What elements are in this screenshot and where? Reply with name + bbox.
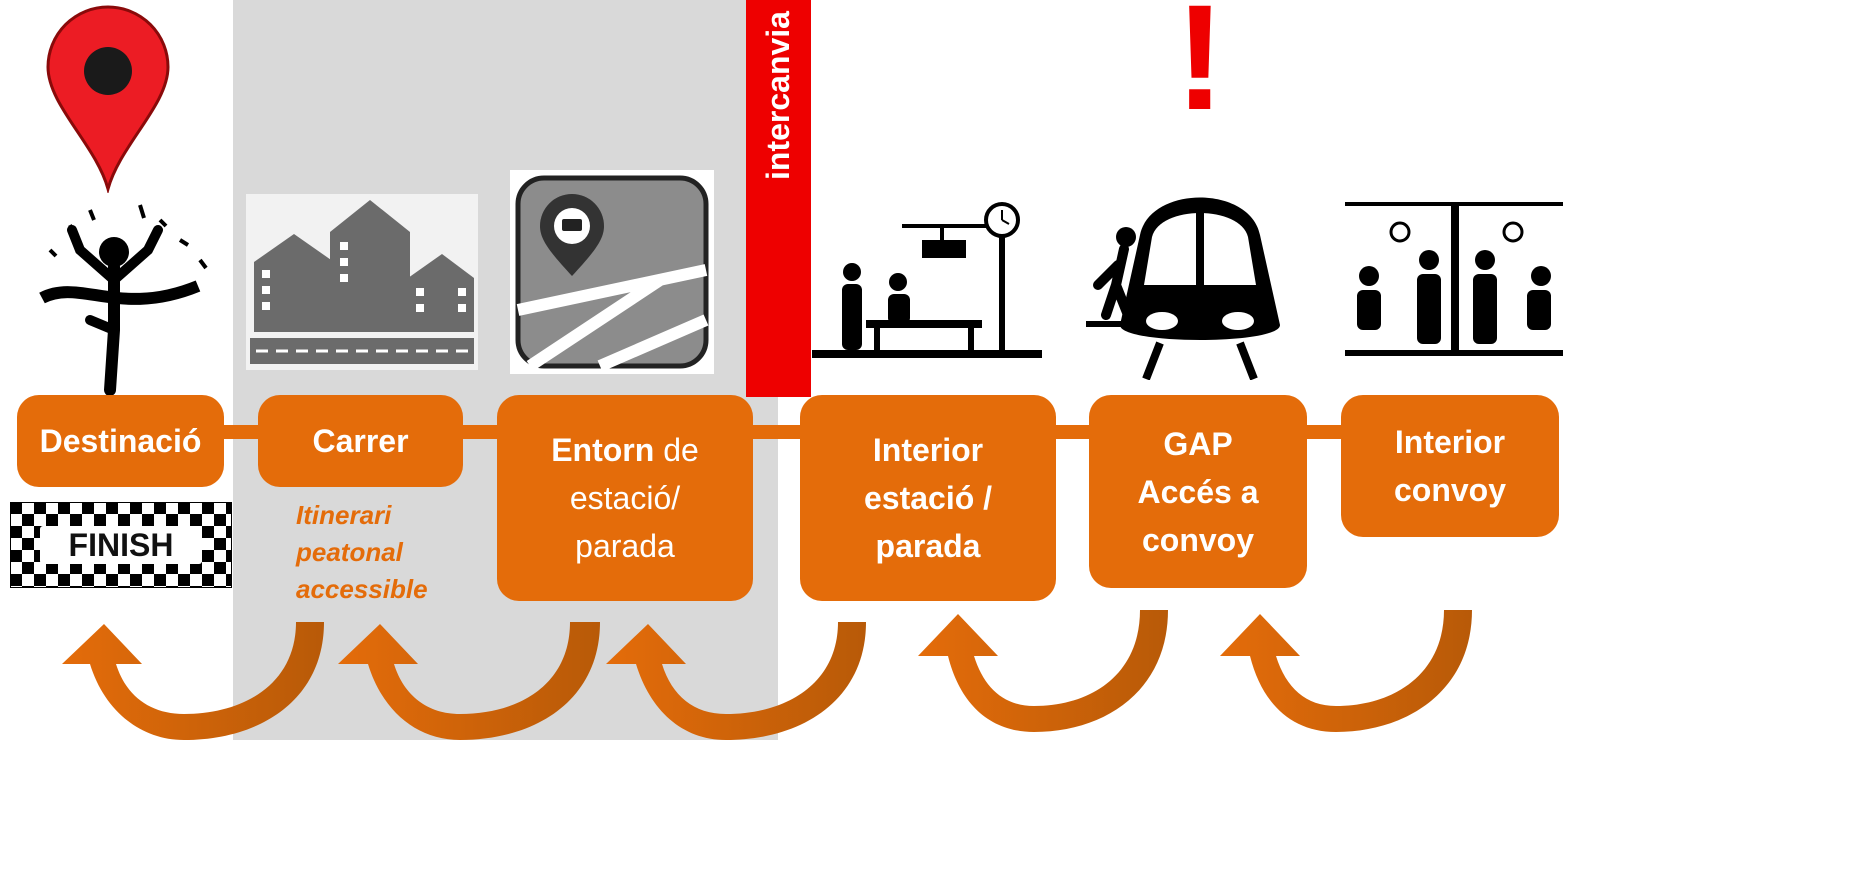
train-interior-icon xyxy=(1345,202,1563,356)
step-label-line: parada xyxy=(875,528,981,564)
step-label-line: Interior xyxy=(872,432,984,468)
curved-arrows xyxy=(62,610,1472,740)
bus-stop-map-icon xyxy=(510,170,714,374)
step-label-line: parada xyxy=(575,528,675,564)
step-label-rest: de xyxy=(654,432,699,468)
curved-arrow-icon xyxy=(918,610,1168,732)
curved-arrow-icon xyxy=(338,622,600,740)
step-label: Carrer xyxy=(312,423,409,459)
step-label-line: estació / xyxy=(863,480,993,516)
finish-sign-text: FINISH xyxy=(40,526,202,564)
step-gap: GAP Accés a convoy xyxy=(1089,395,1307,588)
subtitle-line: peatonal xyxy=(296,537,403,567)
step-label-line: estació/ xyxy=(569,480,681,516)
subtitle-line: accessible xyxy=(296,574,428,604)
station-platform-icon xyxy=(812,202,1042,358)
step-carrer: Carrer xyxy=(258,395,463,487)
alert-exclamation: ! xyxy=(1175,0,1225,141)
finish-runner-icon xyxy=(39,204,208,396)
curved-arrow-icon xyxy=(1220,610,1472,732)
step-label-line: convoy xyxy=(1141,521,1255,558)
step-entorn: Entorn de estació/ parada xyxy=(497,395,753,601)
train-boarding-icon xyxy=(1086,197,1280,380)
city-street-icon xyxy=(246,194,478,370)
step-label-line: GAP xyxy=(1163,425,1233,462)
finish-flag-icon: FINISH xyxy=(10,502,232,588)
map-pin-icon xyxy=(46,5,170,193)
interchange-bar: intercanvia xyxy=(746,0,811,397)
curved-arrow-icon xyxy=(606,622,866,740)
step-label-strong: Entorn xyxy=(551,432,655,468)
interchange-label: intercanvia xyxy=(760,10,796,180)
step-label: Destinació xyxy=(39,423,202,459)
carrer-subtitle: Itinerari peatonal accessible xyxy=(296,497,466,608)
curved-arrow-icon xyxy=(62,622,324,740)
step-label-line: convoy xyxy=(1393,472,1507,508)
step-interior-convoy: Interior convoy xyxy=(1341,395,1559,537)
step-destinacio: Destinació xyxy=(17,395,224,487)
step-label-line: Interior xyxy=(1394,424,1506,460)
subtitle-line: Itinerari xyxy=(296,500,392,530)
step-interior-estacio: Interior estació / parada xyxy=(800,395,1056,601)
step-connector-line xyxy=(200,425,1360,439)
step-label-line: Accés a xyxy=(1137,473,1259,510)
